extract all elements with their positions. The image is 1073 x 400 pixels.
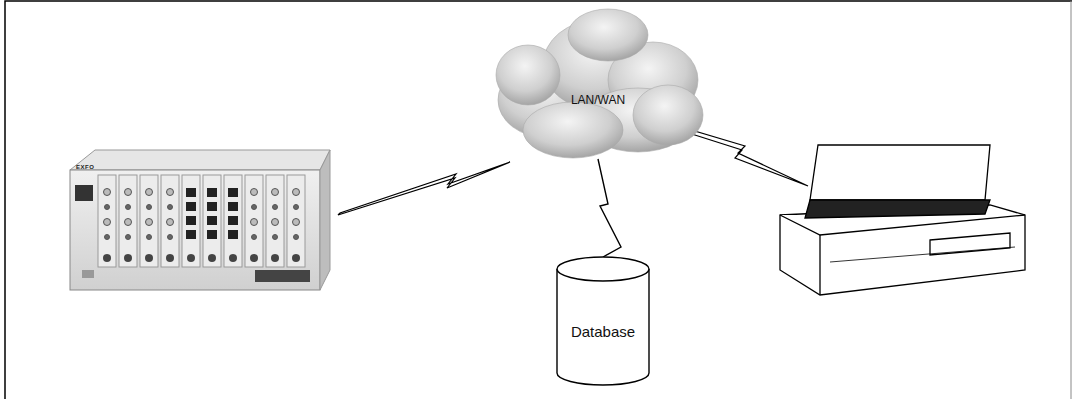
cloud-outline [488,5,708,163]
node-label: LAN/WAN [571,93,625,107]
link-bolt [338,162,510,215]
rack-device [70,150,330,290]
network-cloud: LAN/WAN [488,5,708,163]
brand-label: EXFO [76,164,94,170]
node-label: Database [571,323,635,340]
database-cylinder: Database [555,255,651,387]
frame-line [5,1,1072,399]
link-bolt [598,159,621,257]
printer [780,145,1025,295]
frame-line [1071,1,1072,399]
cylinder-outline [555,255,651,387]
